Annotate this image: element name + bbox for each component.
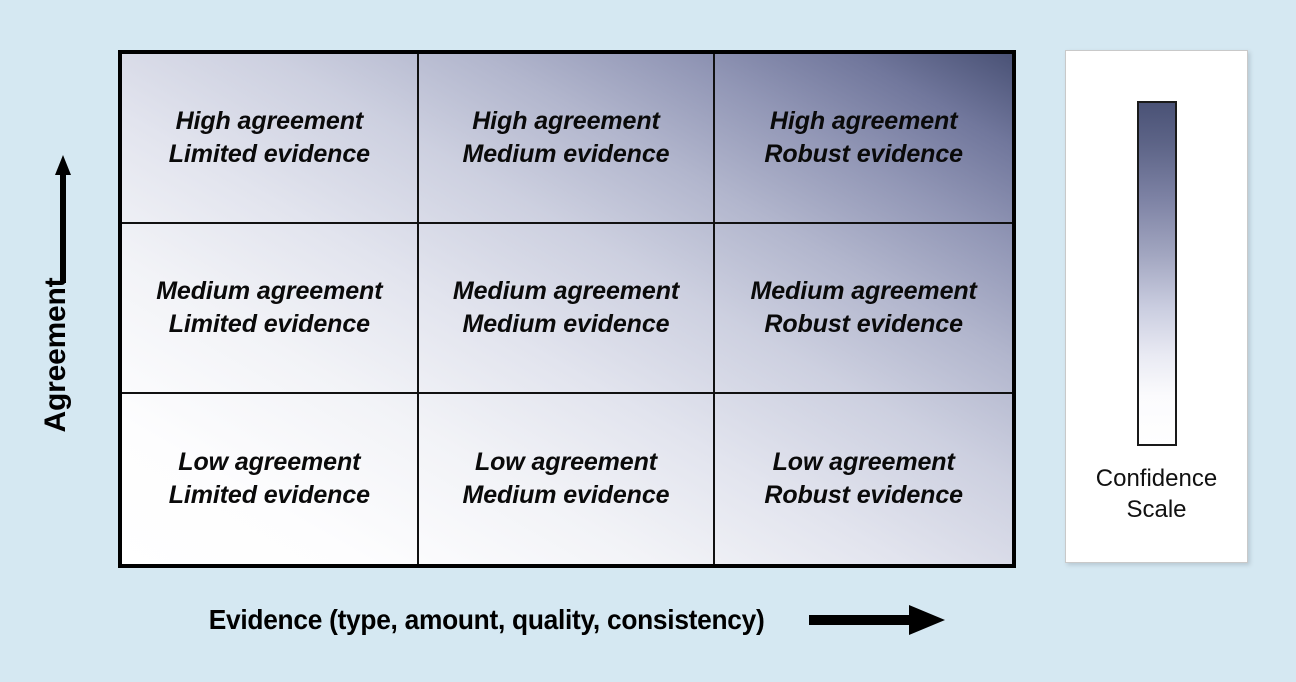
cell-label: Medium agreement Medium evidence — [452, 277, 680, 338]
y-axis: Agreement — [14, 145, 110, 505]
cell-label: Low agreement Robust evidence — [764, 448, 963, 509]
matrix-grid: High agreement Limited evidence High agr… — [122, 54, 1012, 564]
confidence-gradient-bar — [1136, 101, 1177, 446]
cell-label: Low agreement Limited evidence — [168, 448, 370, 509]
matrix-cell-low-robust[interactable]: Low agreement Robust evidence — [715, 394, 1012, 564]
x-axis: Evidence (type, amount, quality, consist… — [118, 592, 1018, 648]
cell-label: High agreement Robust evidence — [764, 107, 963, 168]
matrix-cell-medium-robust[interactable]: Medium agreement Robust evidence — [715, 224, 1012, 394]
up-arrow-icon — [55, 155, 71, 283]
right-arrow-icon — [808, 605, 945, 635]
confidence-scale-legend: Confidence Scale — [1065, 50, 1248, 563]
cell-label: High agreement Medium evidence — [462, 107, 670, 168]
y-axis-label: Agreement — [39, 277, 72, 433]
cell-label: High agreement Limited evidence — [168, 107, 370, 168]
legend-caption: Confidence Scale — [1095, 465, 1218, 523]
matrix-cell-low-limited[interactable]: Low agreement Limited evidence — [122, 394, 419, 564]
cell-label: Medium agreement Robust evidence — [750, 277, 977, 338]
cell-label: Medium agreement Limited evidence — [156, 277, 383, 338]
matrix-cell-low-medium[interactable]: Low agreement Medium evidence — [419, 394, 716, 564]
cell-label: Low agreement Medium evidence — [462, 448, 670, 509]
matrix-cell-high-medium[interactable]: High agreement Medium evidence — [418, 54, 716, 224]
matrix-cell-medium-medium[interactable]: Medium agreement Medium evidence — [418, 224, 716, 394]
matrix-cell-high-limited[interactable]: High agreement Limited evidence — [122, 54, 419, 224]
confidence-matrix: High agreement Limited evidence High agr… — [118, 50, 1016, 568]
x-axis-label: Evidence (type, amount, quality, consist… — [209, 604, 765, 635]
matrix-cell-medium-limited[interactable]: Medium agreement Limited evidence — [122, 224, 419, 394]
matrix-cell-high-robust[interactable]: High agreement Robust evidence — [715, 54, 1012, 224]
